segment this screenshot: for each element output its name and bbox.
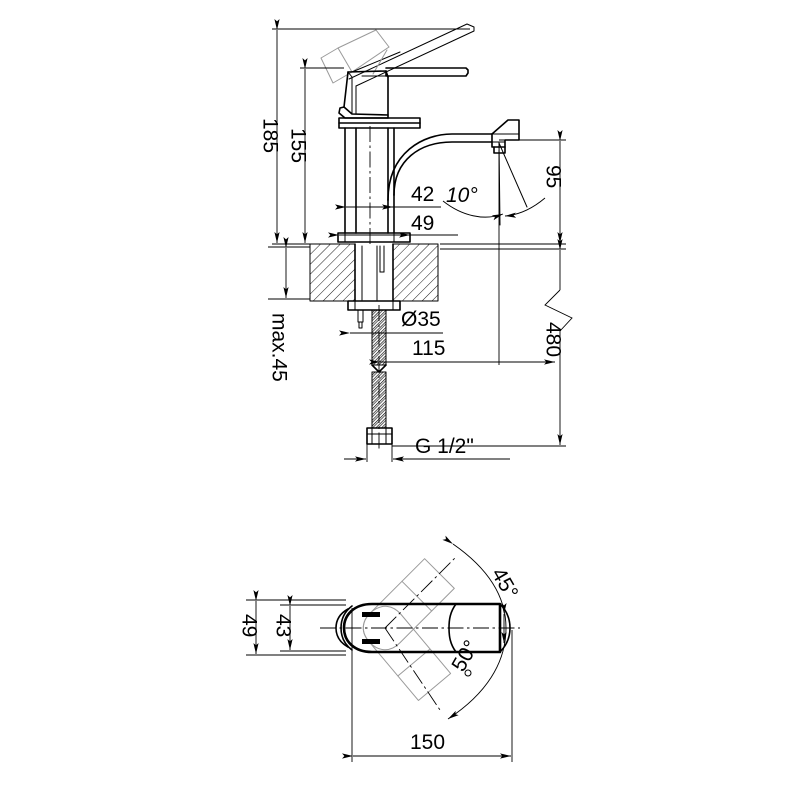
dim-label-42: 42	[411, 183, 434, 206]
dim-49-side: 49	[328, 212, 458, 238]
dim-480: 480	[392, 239, 573, 447]
dim-label-max45: max.45	[268, 313, 291, 382]
faucet-body	[344, 119, 520, 246]
dim-115: 115	[369, 150, 555, 365]
dim-155: 155	[287, 58, 344, 243]
dim-49-top: 49	[238, 590, 346, 656]
dim-42: 42	[335, 183, 441, 210]
dim-label-150: 150	[410, 731, 445, 754]
dim-label-43-top: 43	[272, 614, 295, 637]
dim-label-95: 95	[542, 165, 565, 188]
dim-thread-g-half: G 1/2"	[344, 435, 510, 462]
top-view-body	[320, 602, 520, 677]
dim-95: 95	[440, 130, 566, 245]
dim-label-10-degrees: 10°	[446, 184, 478, 207]
lever-handle	[338, 67, 469, 119]
deck-section-hatched	[309, 243, 439, 302]
dim-label-115: 115	[412, 337, 445, 360]
dim-label-49-side: 49	[411, 212, 434, 235]
dim-185: 185	[259, 19, 470, 245]
lever-raised-ghost	[320, 23, 475, 87]
dim-150: 150	[342, 608, 513, 762]
dim-label-480: 480	[542, 322, 565, 357]
dim-label-thread: G 1/2"	[415, 435, 474, 458]
mounting-shank	[347, 243, 401, 329]
dim-label-diameter-35: Ø35	[401, 308, 441, 331]
dim-43-top: 43	[272, 595, 346, 652]
dim-label-49-top: 49	[238, 614, 261, 637]
dim-label-185: 185	[259, 118, 282, 153]
dim-10-degrees: 10°	[442, 142, 546, 226]
dim-diameter-35: Ø35	[339, 308, 443, 336]
side-elevation-view: 185 155 42 49 10°	[259, 19, 573, 462]
flexible-hose	[366, 305, 393, 450]
faucet-body-top	[338, 117, 421, 129]
dim-max45: max.45	[268, 237, 310, 382]
dim-label-155: 155	[287, 128, 310, 163]
